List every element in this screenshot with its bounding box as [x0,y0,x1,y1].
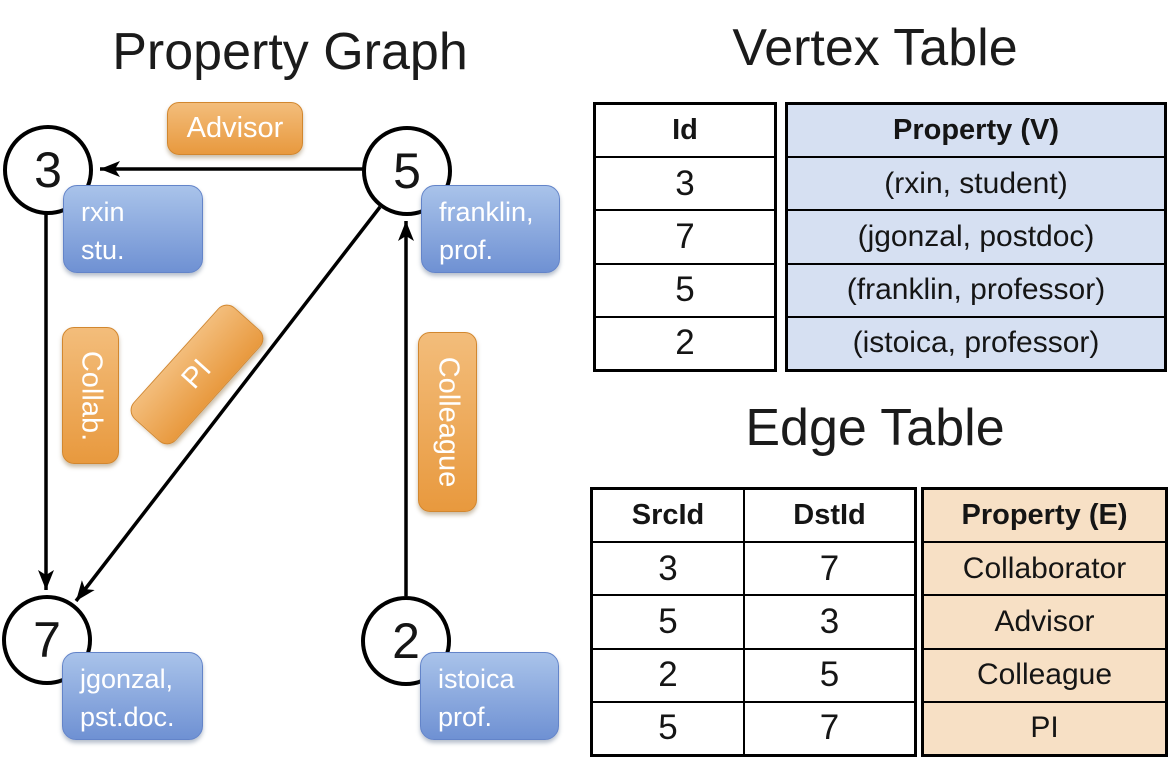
vertex-property-cell: (franklin, professor) [846,273,1106,307]
vertex-table-id-header: Id [672,114,698,147]
edge-dstid-cell: 7 [819,548,840,588]
table-row: Collaborator [924,541,1165,594]
edge-srcid-cell: 2 [593,649,745,701]
vertex-prop-2-line1: istoica [438,664,515,694]
edge-property-cell: Collaborator [962,551,1127,585]
vertex-prop-box-2: istoica prof. [420,652,559,740]
node-2: 2 [361,596,451,686]
node-3-id: 3 [34,142,62,198]
vertex-prop-box-5: franklin, prof. [421,185,560,273]
vertex-prop-7-line2: pst.doc. [80,702,175,732]
table-row: Advisor [924,594,1165,647]
edge-dstid-cell: 7 [819,708,840,748]
vertex-prop-box-3: rxin stu. [63,185,203,273]
node-2-id: 2 [392,613,420,669]
edge-srcid-cell: 5 [593,596,745,648]
vertex-id-cell: 2 [675,323,695,363]
table-row: 3 7 [593,541,914,595]
edge-dstid-cell: 3 [819,602,840,641]
edge-label-advisor-text: Advisor [186,112,284,144]
vertex-table-title: Vertex Table [732,19,1018,77]
vertex-property-cell: (jgonzal, postdoc) [857,220,1095,253]
edge-table-title: Edge Table [745,399,1005,457]
edge-table-property-header: Property (E) [961,499,1128,532]
node-5-id: 5 [393,143,421,199]
table-row: Colleague [924,647,1165,701]
table-row: (jgonzal, postdoc) [788,209,1164,262]
edge-table-id-columns: SrcId DstId 3 7 5 3 2 5 5 7 [590,487,917,757]
vertex-prop-5-line1: franklin, [439,197,534,227]
vertex-property-cell: (istoica, professor) [852,326,1100,360]
edge-table-property-column: Property (E) Collaborator Advisor Collea… [921,487,1168,757]
table-row: PI [924,700,1165,754]
table-row: (rxin, student) [788,156,1164,209]
edge-label-colleague: Colleague [418,332,477,512]
edge-srcid-cell: 5 [593,702,745,755]
edge-label-pi-text: PI [175,353,218,396]
edge-label-collab-text: Collab. [75,350,107,441]
table-row: 2 5 [593,647,914,701]
table-row: 3 [596,156,774,209]
edge-table-dstid-header: DstId [793,499,866,532]
node-5: 5 [362,126,452,216]
table-row: 5 7 [593,700,914,755]
vertex-table-id-column: Id 3 7 5 2 [593,102,777,372]
edge-dstid-cell: 5 [819,655,840,695]
edge-label-colleague-text: Colleague [432,356,464,488]
table-row: 7 [596,209,774,262]
vertex-id-cell: 7 [675,217,695,256]
table-row: 5 3 [593,594,914,648]
edge-label-advisor: Advisor [167,102,303,155]
edge-property-cell: PI [1030,711,1059,745]
vertex-prop-5-line2: prof. [439,235,494,265]
edge-arrow-5-to-7 [74,205,382,603]
edge-srcid-cell: 3 [593,543,745,595]
vertex-table-property-column: Property (V) (rxin, student) (jgonzal, p… [785,102,1167,372]
vertex-prop-7-line1: jgonzal, [80,664,174,694]
edge-label-collab: Collab. [62,327,119,464]
vertex-prop-2-line2: prof. [438,702,493,732]
vertex-prop-box-7: jgonzal, pst.doc. [62,652,203,740]
vertex-prop-3-line1: rxin [81,197,125,227]
vertex-id-cell: 3 [675,163,695,203]
edge-table-srcid-header: SrcId [593,490,745,542]
edge-property-cell: Advisor [994,605,1095,638]
table-row: (istoica, professor) [788,315,1164,369]
node-7-id: 7 [33,612,61,668]
property-graph-title: Property Graph [112,23,468,81]
graph-edges [38,161,414,603]
table-row: (franklin, professor) [788,262,1164,316]
table-row: 2 [596,315,774,369]
table-row: 5 [596,262,774,316]
vertex-id-cell: 5 [675,270,695,310]
vertex-prop-3-line2: stu. [81,235,125,265]
vertex-property-cell: (rxin, student) [884,166,1068,200]
vertex-table-property-header: Property (V) [893,114,1059,147]
edge-property-cell: Colleague [976,658,1113,692]
